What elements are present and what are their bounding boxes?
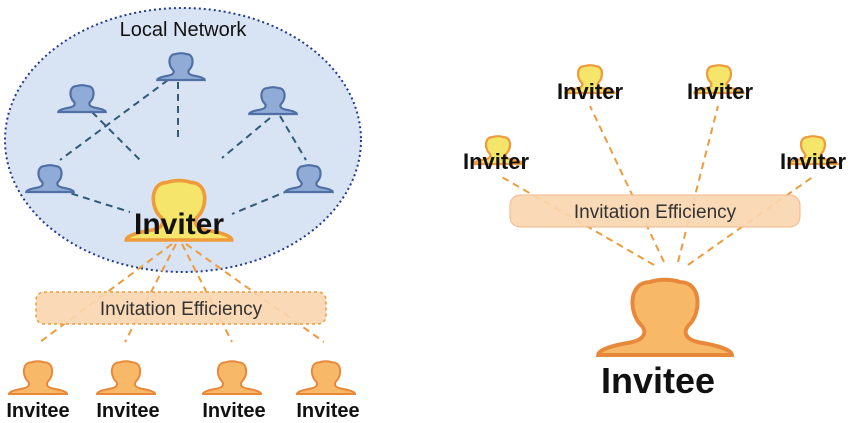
person-icon <box>95 360 157 395</box>
central-inviter-label: Inviter <box>134 208 224 241</box>
local-network-ellipse <box>4 7 362 273</box>
person-icon <box>201 360 263 395</box>
network-edges <box>59 79 307 215</box>
person-icon <box>295 360 357 395</box>
inviter-label: Inviter <box>557 79 623 104</box>
local-network-label: Local Network <box>120 19 248 41</box>
invitee-label: Invitee <box>202 400 265 422</box>
left-invitees: Invitee Invitee Invitee Invitee <box>6 360 360 422</box>
left-efficiency-bar <box>35 291 327 325</box>
inviter-label: Inviter <box>687 79 753 104</box>
person-icon <box>7 360 69 395</box>
right-efficiency-bar <box>509 194 801 228</box>
right-panel: Inviter Inviter Inviter Inviter Invitati… <box>463 64 846 401</box>
right-invite-edges <box>499 105 815 266</box>
invitee-label: Invitee <box>601 360 715 401</box>
invitee-icon <box>596 277 734 357</box>
invitee-label: Invitee <box>96 400 159 422</box>
right-inviters: Inviter Inviter Inviter Inviter <box>463 64 846 174</box>
inviter-label: Inviter <box>780 149 846 174</box>
invitee-label: Invitee <box>6 400 69 422</box>
invitee-label: Invitee <box>296 400 359 422</box>
left-efficiency-label: Invitation Efficiency <box>100 299 263 320</box>
right-efficiency-label: Invitation Efficiency <box>574 202 737 223</box>
inviter-label: Inviter <box>463 149 529 174</box>
left-panel: Local Network <box>4 7 362 422</box>
